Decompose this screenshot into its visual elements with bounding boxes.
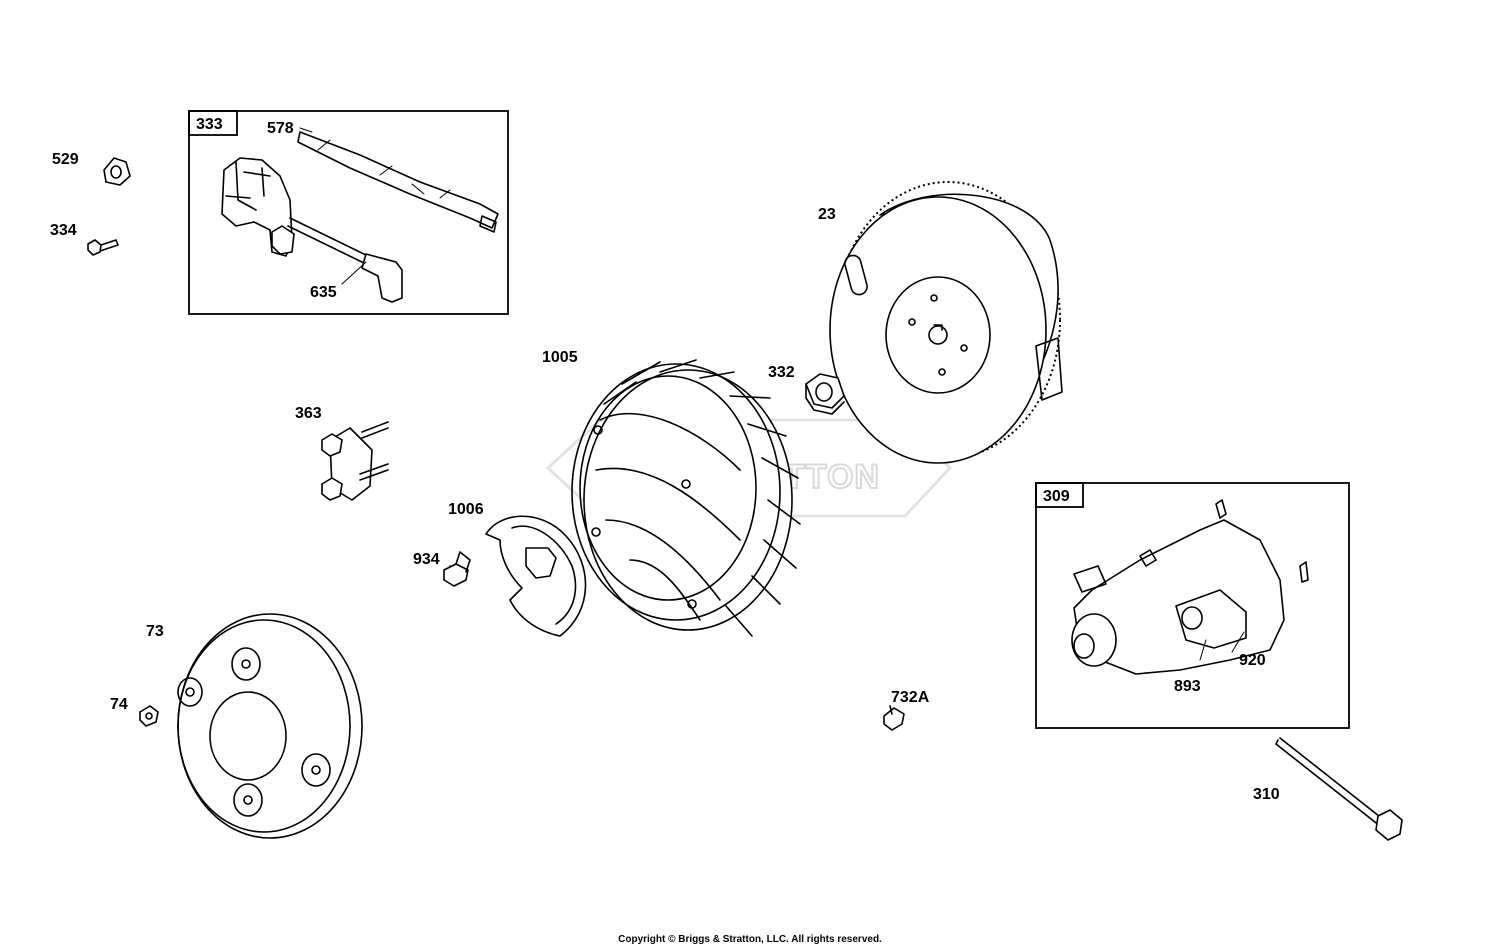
part-label-893: 893 xyxy=(1174,678,1201,695)
part-332-nut xyxy=(805,373,845,415)
group-box-309: 309 xyxy=(1035,482,1350,729)
part-label-1005: 1005 xyxy=(542,349,578,366)
part-labels: 529 334 578 635 23 1005 332 363 1006 934… xyxy=(50,120,1280,803)
group-label-309: 309 xyxy=(1043,488,1070,505)
part-578-ground-wire-leader xyxy=(299,127,313,133)
part-label-578: 578 xyxy=(267,120,294,137)
part-635-leader xyxy=(341,261,367,285)
part-1005-fan xyxy=(571,359,801,637)
part-label-74: 74 xyxy=(110,696,128,713)
part-74-screw xyxy=(139,705,159,727)
part-label-529: 529 xyxy=(52,151,79,168)
part-label-635: 635 xyxy=(310,284,337,301)
copyright-notice: Copyright © Briggs & Stratton, LLC. All … xyxy=(618,934,882,945)
group-box-333: 333 xyxy=(188,110,509,315)
part-label-934: 934 xyxy=(413,551,440,568)
part-529-clip xyxy=(103,157,131,186)
part-334-screw xyxy=(87,239,119,256)
part-label-334: 334 xyxy=(50,222,77,239)
part-label-332: 332 xyxy=(768,364,795,381)
group-label-333: 333 xyxy=(196,116,223,133)
part-23-flywheel xyxy=(829,181,1063,464)
part-label-920: 920 xyxy=(1239,652,1266,669)
part-1006-plate xyxy=(485,515,587,637)
part-73-shroud xyxy=(177,613,363,839)
part-label-732a: 732A xyxy=(891,689,930,706)
part-label-310: 310 xyxy=(1253,786,1280,803)
part-333-ignition-armature xyxy=(221,131,499,303)
part-label-363: 363 xyxy=(295,405,322,422)
part-label-73: 73 xyxy=(146,623,164,640)
part-934-screw xyxy=(443,551,471,587)
part-732a-fitting xyxy=(883,705,905,731)
part-309-starter-motor xyxy=(1071,499,1309,675)
part-310-bolt xyxy=(1275,737,1403,841)
part-363-bracket xyxy=(321,421,389,501)
part-label-23: 23 xyxy=(818,206,836,223)
part-label-1006: 1006 xyxy=(448,501,484,518)
